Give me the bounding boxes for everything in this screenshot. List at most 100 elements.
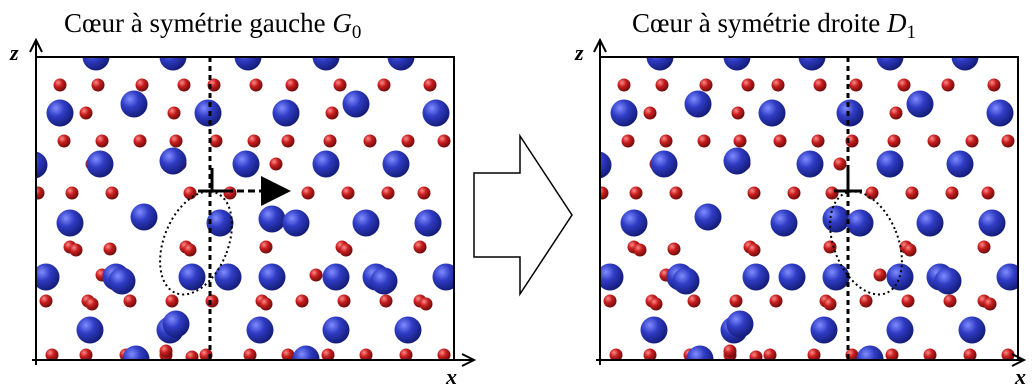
large-atom: [916, 209, 944, 237]
small-atom: [865, 186, 879, 200]
small-atom: [259, 240, 273, 254]
large-atom: [822, 205, 850, 233]
small-atom: [135, 78, 149, 92]
small-atom: [617, 78, 631, 92]
small-atom: [363, 134, 377, 148]
large-atom: [56, 209, 84, 237]
large-atom: [292, 345, 320, 360]
small-atom: [849, 78, 863, 92]
small-atom: [259, 297, 273, 311]
small-atom: [873, 268, 887, 282]
large-atom: [986, 99, 1014, 127]
small-atom: [309, 268, 323, 282]
small-atom: [771, 78, 785, 92]
small-atom: [887, 134, 901, 148]
large-atom: [856, 345, 884, 360]
small-atom: [945, 186, 959, 200]
large-atom: [978, 209, 1006, 237]
large-atom: [272, 99, 300, 127]
small-atom: [903, 243, 917, 257]
small-atom: [749, 350, 763, 360]
large-atom: [620, 209, 648, 237]
large-atom: [36, 263, 60, 291]
small-atom: [281, 134, 295, 148]
small-atom: [417, 186, 431, 200]
large-atom: [432, 263, 454, 291]
small-atom: [885, 348, 899, 360]
small-atom: [209, 134, 223, 148]
small-atom: [667, 242, 681, 256]
large-atom: [600, 151, 612, 179]
left-title-text: Cœur à symétrie gauche: [64, 8, 333, 38]
small-atom: [183, 243, 197, 257]
large-atom: [798, 57, 826, 71]
large-atom: [996, 263, 1018, 291]
small-atom: [159, 344, 173, 358]
small-atom: [377, 78, 391, 92]
large-atom: [394, 316, 422, 344]
large-atom: [36, 151, 48, 179]
large-atom: [130, 203, 158, 231]
small-atom: [731, 106, 745, 120]
left-dislocation-icon: [198, 168, 226, 193]
small-atom: [105, 186, 119, 200]
large-atom: [876, 150, 904, 178]
small-atom: [643, 106, 657, 120]
large-atom: [159, 57, 187, 71]
right-x-label: x: [1015, 364, 1026, 389]
small-atom: [437, 134, 451, 148]
small-atom: [643, 348, 657, 360]
large-atom: [46, 99, 74, 127]
small-atom: [223, 186, 237, 200]
small-atom: [167, 106, 181, 120]
small-atom: [321, 348, 335, 360]
left-title-subscript: 0: [351, 22, 362, 43]
small-atom: [269, 157, 283, 171]
small-atom: [123, 294, 137, 308]
right-z-arrowhead: [593, 37, 607, 53]
small-atom: [981, 186, 995, 200]
small-atom: [423, 78, 437, 92]
small-atom: [183, 186, 197, 200]
small-atom: [943, 294, 957, 308]
large-atom: [322, 316, 350, 344]
large-atom: [234, 57, 262, 71]
small-atom: [169, 134, 183, 148]
right-title-text: Cœur à symétrie droite: [632, 8, 887, 38]
large-atom: [76, 316, 104, 344]
large-atom: [650, 150, 678, 178]
small-atom: [65, 186, 79, 200]
small-atom: [905, 186, 919, 200]
left-x-arrowhead: [461, 353, 477, 367]
small-atom: [609, 348, 623, 360]
small-atom: [649, 297, 663, 311]
left-z-label: z: [10, 40, 19, 65]
small-atom: [399, 348, 413, 360]
large-atom: [946, 150, 974, 178]
small-atom: [401, 134, 415, 148]
small-atom: [813, 78, 827, 92]
small-atom: [977, 240, 991, 254]
large-atom: [159, 147, 187, 175]
small-atom: [1001, 348, 1015, 360]
small-atom: [897, 78, 911, 92]
large-atom: [758, 99, 786, 127]
small-atom: [629, 186, 643, 200]
small-atom: [823, 297, 837, 311]
small-atom: [669, 186, 683, 200]
small-atom: [339, 243, 353, 257]
large-atom: [672, 267, 700, 295]
large-atom: [951, 57, 979, 71]
large-atom: [382, 150, 410, 178]
small-atom: [923, 348, 937, 360]
left-panel: [29, 37, 477, 367]
small-atom: [243, 348, 257, 360]
right-title-symbol: D: [886, 8, 907, 38]
small-atom: [621, 134, 635, 148]
small-atom: [655, 78, 669, 92]
large-atom: [232, 150, 260, 178]
small-atom: [359, 348, 373, 360]
small-atom: [729, 294, 743, 308]
small-atom: [45, 348, 59, 360]
